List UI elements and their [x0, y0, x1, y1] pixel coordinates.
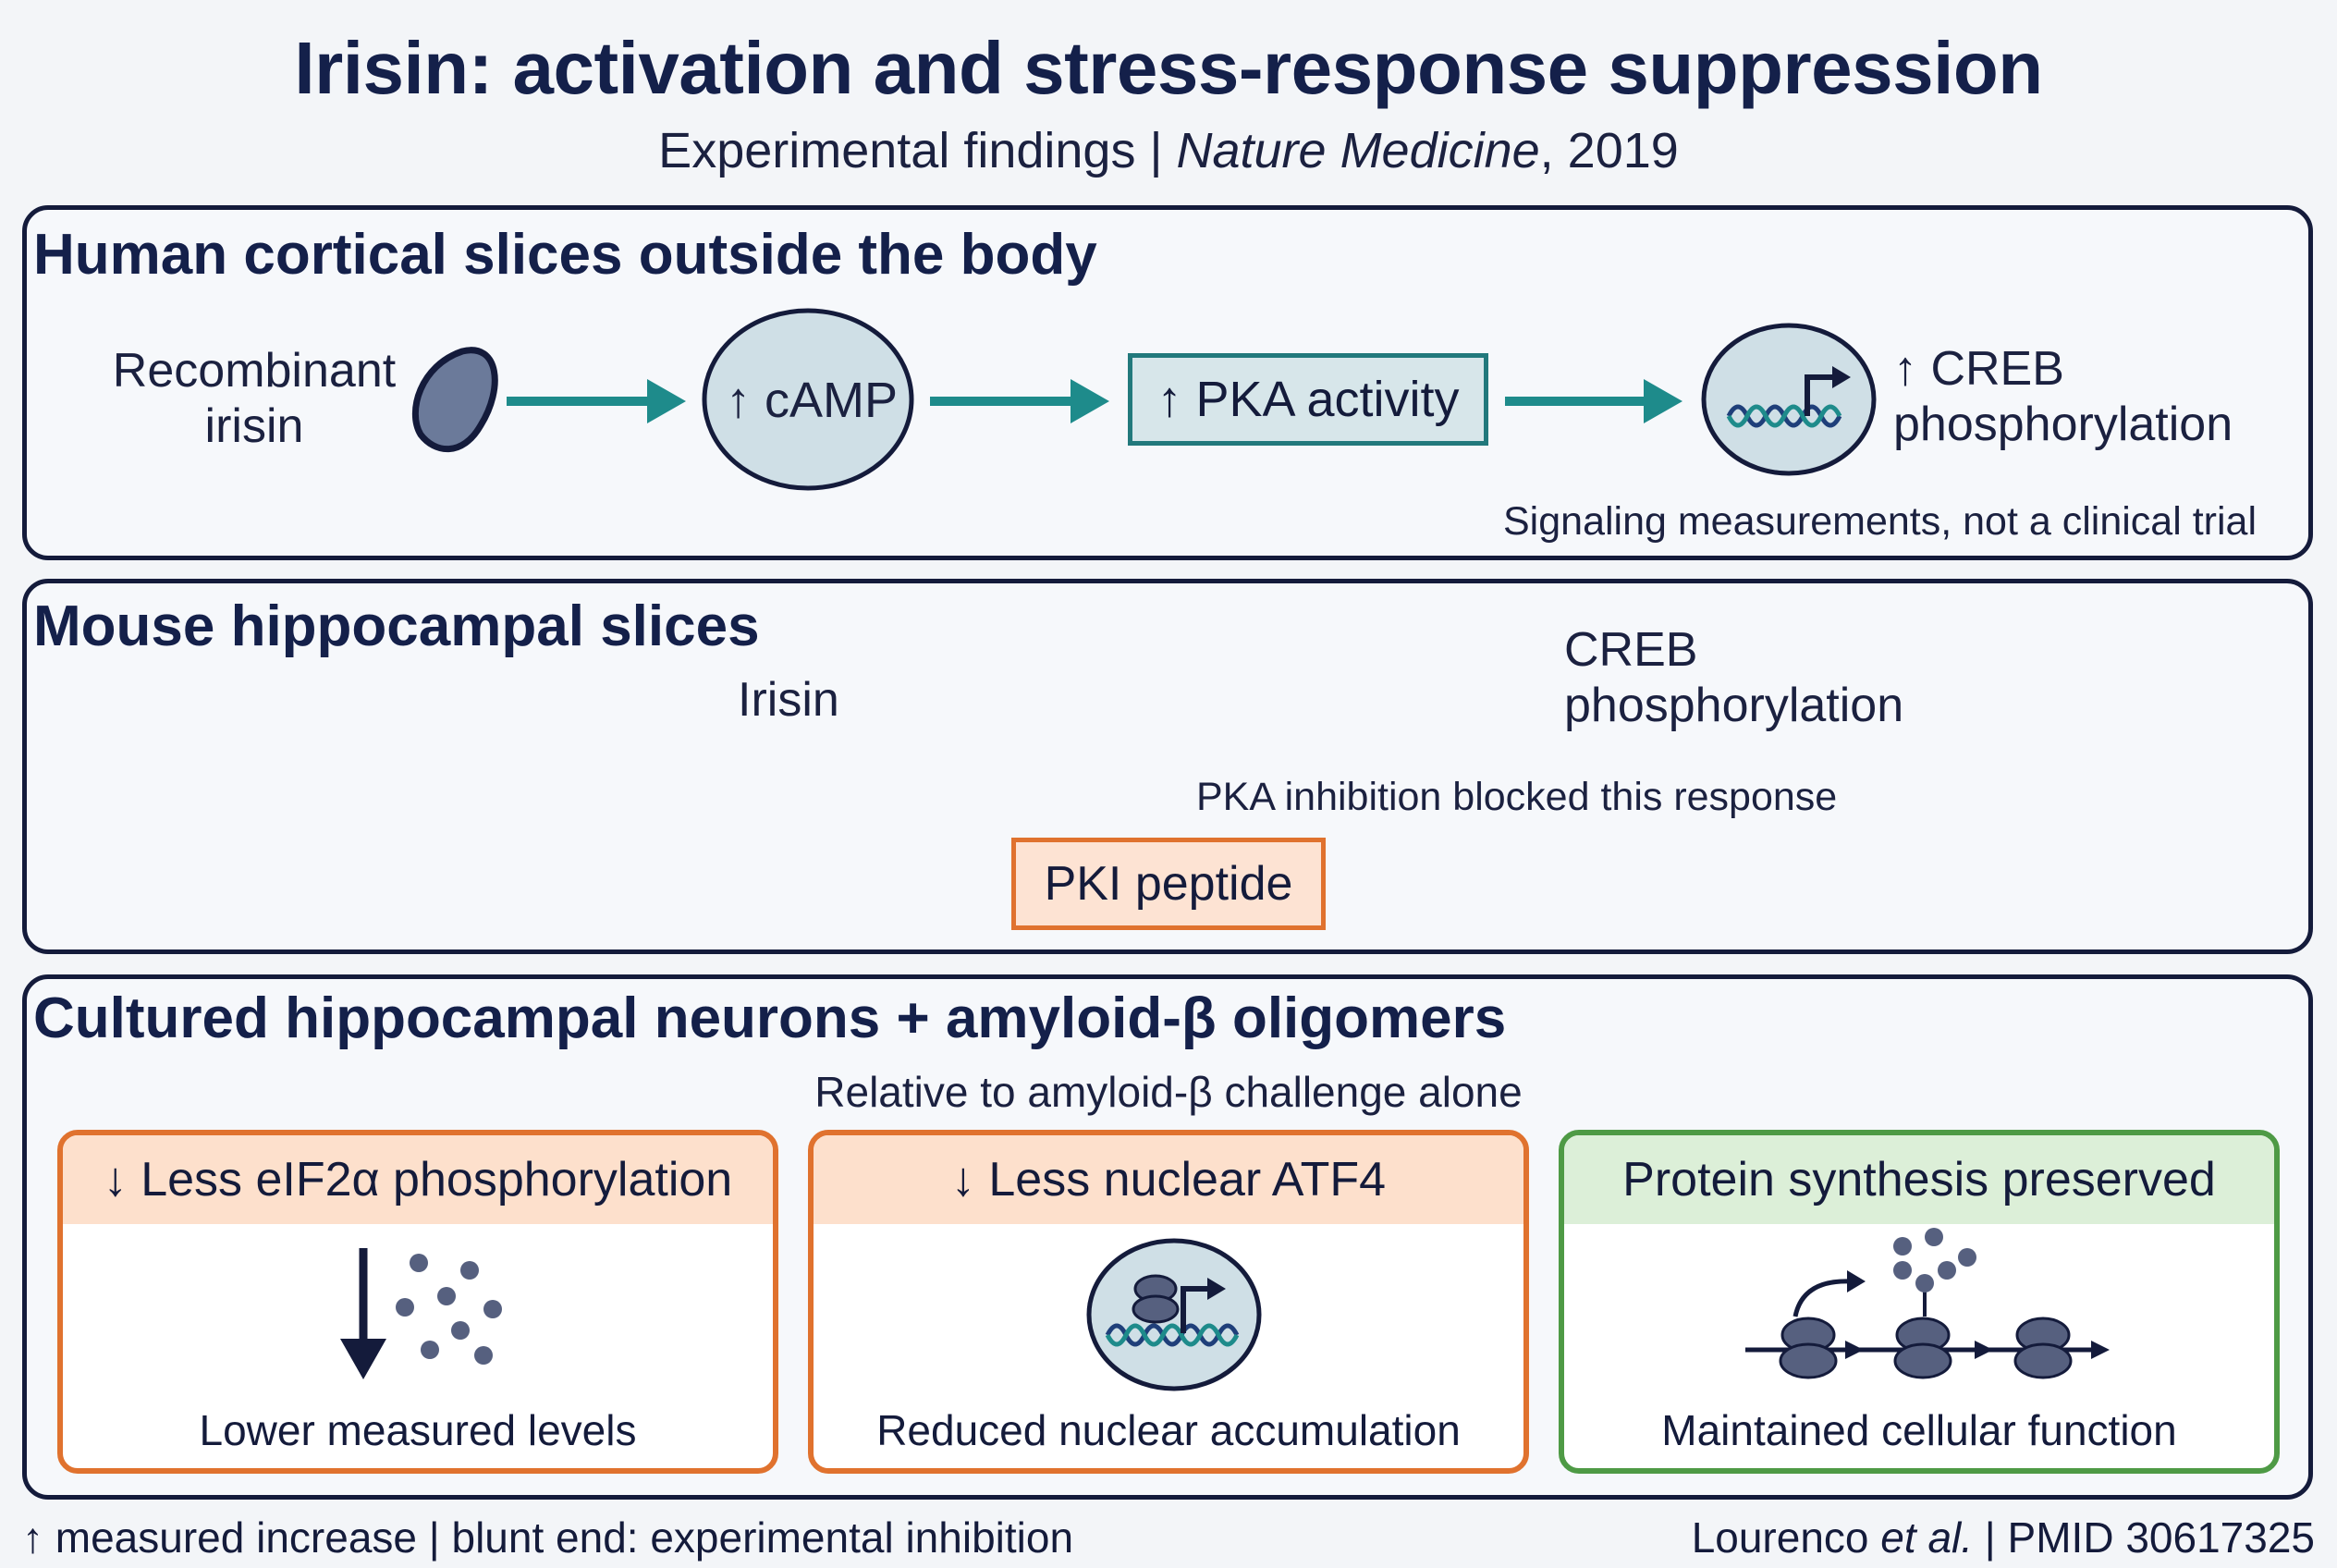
- panel3-subtitle: Relative to amyloid-β challenge alone: [814, 1068, 1523, 1116]
- footer-citation: Lourenco et al. | PMID 30617325: [1692, 1513, 2315, 1562]
- card-protein-synthesis-foot: Maintained cellular function: [1661, 1406, 2177, 1454]
- citation-rest: | PMID 30617325: [1973, 1513, 2315, 1562]
- panel1-note: Signaling measurements, not a clinical t…: [1503, 499, 2257, 544]
- card-atf4-head: ↓ Less nuclear ATF4: [814, 1135, 1523, 1224]
- page-title: Irisin: activation and stress-response s…: [294, 27, 2043, 109]
- panel1-creb-line2: phosphorylation: [1893, 397, 2233, 451]
- dna-transcription-icon: [1701, 323, 1877, 476]
- panel2-creb-label: CREB phosphorylation: [1564, 623, 1903, 734]
- footer-legend: ↑ measured increase | blunt end: experim…: [22, 1513, 1074, 1562]
- dna-transcription-icon: [1086, 1238, 1262, 1391]
- subtitle-journal: Nature Medicine: [1176, 123, 1540, 178]
- arrow-camp-to-pka: [930, 379, 1109, 423]
- panel1-input-line1: Recombinant: [112, 344, 397, 398]
- panel2-input-label: Irisin: [738, 673, 839, 727]
- panel1-title: Human cortical slices outside the body: [33, 223, 1097, 287]
- card-eif2a-foot: Lower measured levels: [199, 1406, 637, 1454]
- camp-node: [702, 308, 914, 491]
- citation-etal: et al.: [1880, 1513, 1974, 1562]
- card-eif2a: ↓ Less eIF2α phosphorylation Lower measu…: [57, 1130, 778, 1474]
- citation-author: Lourenco: [1691, 1513, 1881, 1562]
- arrow-irisin-to-camp: [507, 379, 686, 423]
- pka-activity-box: ↑ PKA activity: [1128, 353, 1488, 446]
- panel3-title: Cultured hippocampal neurons + amyloid-β…: [33, 986, 1507, 1050]
- page-subtitle: Experimental findings | Nature Medicine,…: [0, 122, 2337, 179]
- card-protein-synthesis-head: Protein synthesis preserved: [1564, 1135, 2274, 1224]
- panel2-creb-line1: CREB: [1564, 623, 1698, 677]
- panel2-creb-line2: phosphorylation: [1564, 678, 1904, 732]
- subtitle-prefix: Experimental findings |: [658, 123, 1177, 178]
- panel2-title: Mouse hippocampal slices: [33, 594, 760, 658]
- inhibition-note: PKA inhibition blocked this response: [1196, 775, 1838, 819]
- ribosome-icon: [1745, 1228, 2110, 1379]
- card-atf4-foot: Reduced nuclear accumulation: [876, 1406, 1461, 1454]
- arrow-pka-to-creb: [1505, 379, 1682, 423]
- pki-peptide-box: PKI peptide: [1011, 838, 1326, 930]
- card-eif2a-head: ↓ Less eIF2α phosphorylation: [63, 1135, 773, 1224]
- molecule-dots-icon: [340, 1248, 502, 1379]
- irisin-protein-icon: [411, 347, 498, 453]
- panel1-creb-label: ↑ CREB phosphorylation: [1893, 342, 2233, 453]
- panel1-creb-line1: ↑ CREB: [1893, 342, 2064, 396]
- card-atf4: ↓ Less nuclear ATF4 Reduced nuclear accu…: [808, 1130, 1529, 1474]
- panel1-input-label: Recombinant irisin: [102, 344, 407, 455]
- card-protein-synthesis: Protein synthesis preserved Maintained c…: [1559, 1130, 2280, 1474]
- camp-label: ↑ cAMP: [725, 373, 899, 428]
- subtitle-suffix: , 2019: [1539, 123, 1679, 178]
- panel1-input-line2: irisin: [204, 398, 304, 453]
